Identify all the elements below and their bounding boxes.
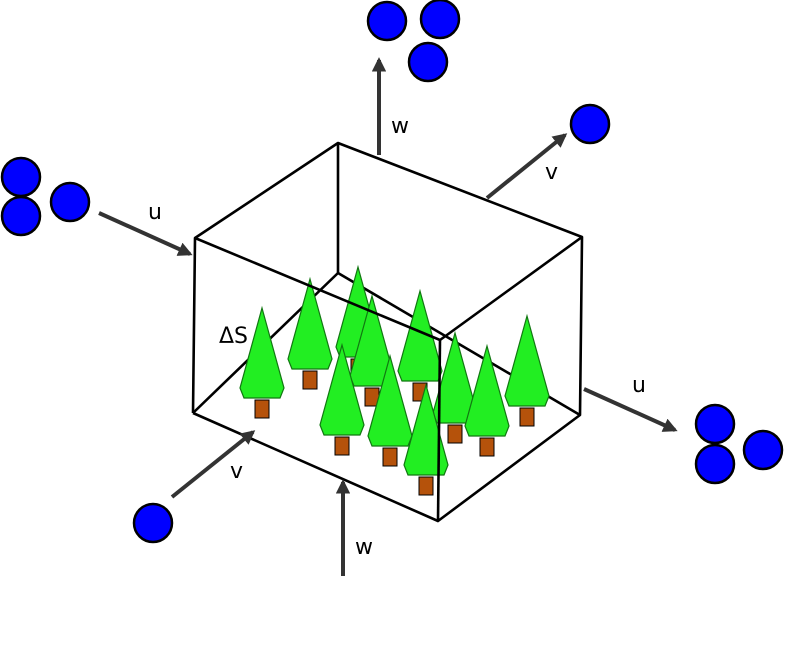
v-outflow-label: v <box>545 160 558 185</box>
tree-icon <box>397 290 443 402</box>
u-inflow-arrow <box>98 211 193 256</box>
v-outflow-arrow <box>485 133 568 200</box>
particle-icon <box>419 0 461 40</box>
tree-icon <box>504 315 550 427</box>
u-outflow-label: u <box>632 373 646 398</box>
particle-icon <box>694 403 736 445</box>
storage-label: ΔS <box>219 324 248 349</box>
particle-icon <box>366 0 408 42</box>
particle-icon <box>0 195 42 237</box>
u-outflow-arrow <box>583 387 678 432</box>
particles <box>0 0 784 544</box>
particle-icon <box>407 41 449 83</box>
w-inflow-label: w <box>355 535 373 560</box>
particle-icon <box>49 181 91 223</box>
particle-icon <box>742 429 784 471</box>
w-outflow-label: w <box>391 114 409 139</box>
particle-icon <box>569 103 611 145</box>
particle-icon <box>132 502 174 544</box>
v-inflow-label: v <box>230 459 243 484</box>
tree-icon <box>287 278 333 390</box>
forest <box>239 266 550 496</box>
box-front-edges <box>191 141 584 523</box>
v-inflow-arrow <box>170 430 256 499</box>
flux-arrows <box>98 57 678 576</box>
particle-icon <box>0 156 42 198</box>
u-inflow-label: u <box>148 200 162 225</box>
tree-icon <box>464 345 510 457</box>
particle-icon <box>694 443 736 485</box>
